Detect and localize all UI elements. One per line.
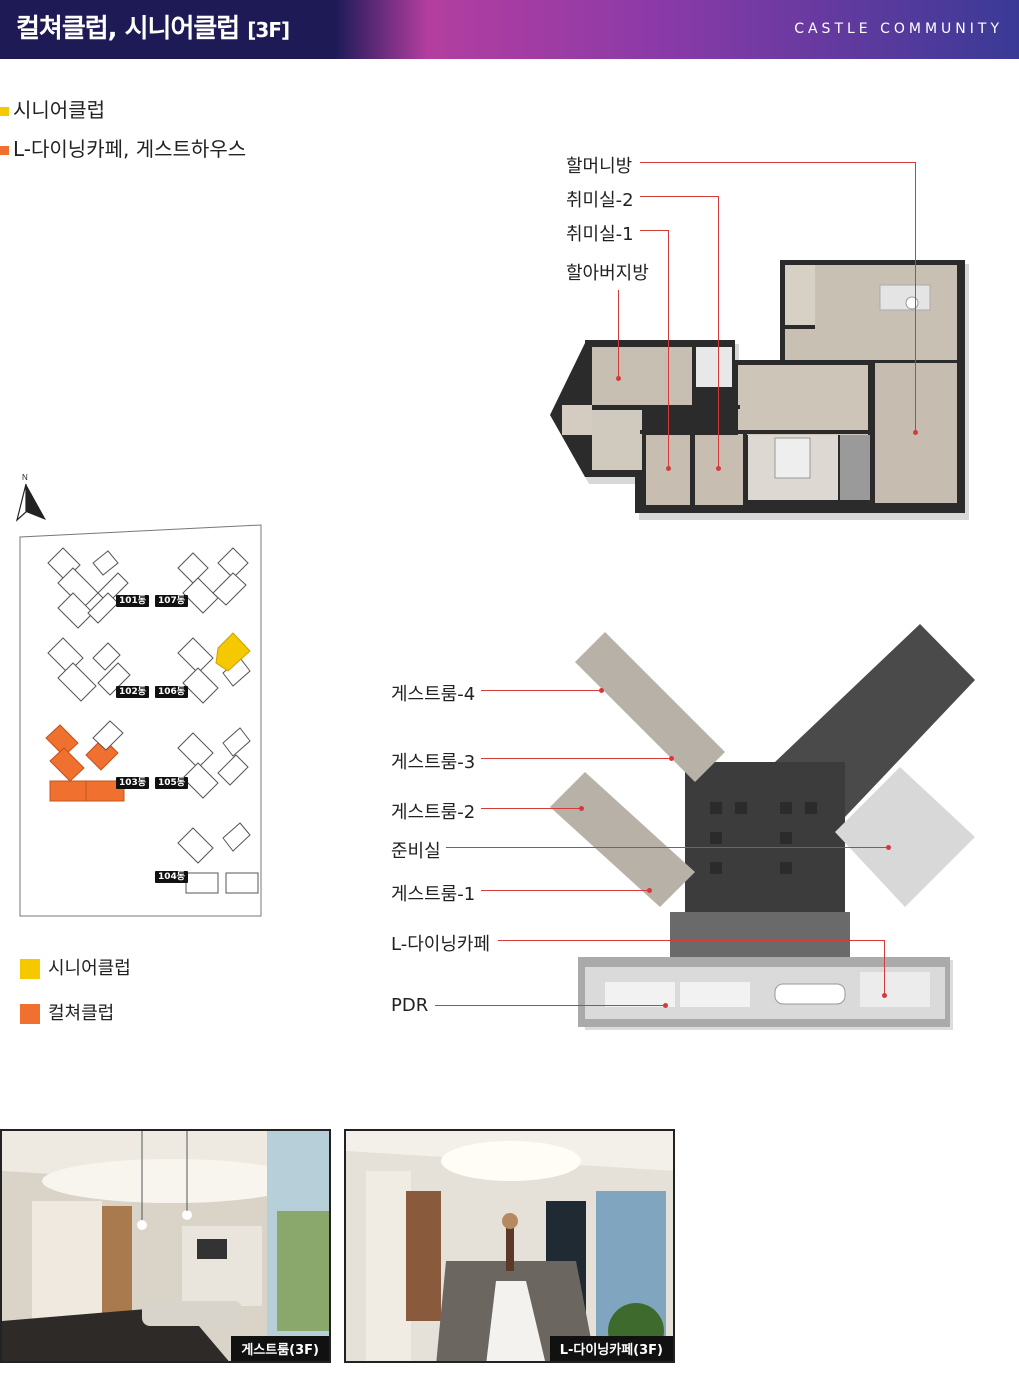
guestroom-image — [2, 1131, 329, 1361]
culture-floor-plan — [550, 624, 975, 1030]
callout-guestroom-3: 게스트룸-3 — [391, 752, 476, 773]
leader-line — [668, 230, 669, 468]
callout-prep-room: 준비실 — [391, 841, 441, 862]
leader-line — [481, 890, 649, 891]
floor-label: [3F] — [247, 18, 290, 42]
callout-hobby-room-2: 취미실-2 — [566, 190, 634, 211]
dining-cafe-photo: L-다이닝카페(3F) — [344, 1129, 675, 1363]
site-map — [19, 524, 262, 917]
callout-guestroom-1: 게스트룸-1 — [391, 884, 476, 905]
legend-bottom-culture-label: 컬쳐클럽 — [48, 1003, 115, 1024]
leader-line — [481, 690, 601, 691]
callout-pdr: PDR — [391, 995, 429, 1016]
leader-dot — [913, 430, 918, 435]
leader-dot — [882, 993, 887, 998]
building-tag-102: 102동 — [116, 686, 150, 698]
leader-dot — [616, 376, 621, 381]
legend-senior-label: 시니어클럽 — [13, 98, 105, 122]
culture-swatch — [0, 146, 9, 155]
dining-cafe-caption: L-다이닝카페(3F) — [549, 1336, 673, 1361]
leader-dot — [599, 688, 604, 693]
leader-line — [915, 162, 916, 432]
leader-line — [640, 196, 718, 197]
callout-guestroom-2: 게스트룸-2 — [391, 802, 476, 823]
north-arrow-icon: N — [16, 473, 46, 522]
building-tag-106: 106동 — [155, 686, 189, 698]
leader-line — [640, 162, 915, 163]
leader-line — [481, 808, 581, 809]
page-title: 컬쳐클럽, 시니어클럽 [3F] — [0, 0, 337, 59]
legend-bottom-senior: 시니어클럽 — [20, 954, 131, 980]
legend-bottom-senior-label: 시니어클럽 — [48, 958, 131, 979]
legend-culture: L-다이닝카페, 게스트하우스 — [0, 133, 246, 162]
callout-guestroom-4: 게스트룸-4 — [391, 684, 476, 705]
leader-dot — [886, 845, 891, 850]
callout-l-dining-cafe: L-다이닝카페 — [391, 934, 491, 955]
building-tag-107: 107동 — [155, 595, 189, 607]
building-tag-105: 105동 — [155, 777, 189, 789]
leader-dot — [579, 806, 584, 811]
north-label: N — [22, 473, 28, 482]
callout-hobby-room-1: 취미실-1 — [566, 224, 634, 245]
leader-line — [718, 196, 719, 468]
page-header: 컬쳐클럽, 시니어클럽 [3F] CASTLE COMMUNITY — [0, 0, 1019, 59]
leader-line — [446, 847, 888, 848]
legend-senior: 시니어클럽 — [0, 94, 105, 123]
brand-label: CASTLE COMMUNITY — [794, 21, 1003, 37]
leader-dot — [716, 466, 721, 471]
guestroom-photo: 게스트룸(3F) — [0, 1129, 331, 1363]
senior-swatch — [20, 959, 40, 979]
senior-floor-plan — [550, 260, 969, 520]
leader-dot — [647, 888, 652, 893]
leader-line — [481, 758, 671, 759]
building-tag-104: 104동 — [155, 871, 189, 883]
leader-line — [498, 940, 884, 941]
legend-culture-label: L-다이닝카페, 게스트하우스 — [13, 137, 247, 161]
leader-line — [640, 230, 668, 231]
senior-swatch — [0, 107, 9, 116]
legend-bottom-culture: 컬쳐클럽 — [20, 999, 114, 1025]
title-text: 컬쳐클럽, 시니어클럽 — [16, 14, 240, 44]
callout-grandfather-room: 할아버지방 — [566, 263, 649, 284]
callout-grandmother-room: 할머니방 — [566, 156, 633, 177]
leader-dot — [669, 756, 674, 761]
building-tag-103: 103동 — [116, 777, 150, 789]
dining-cafe-image — [346, 1131, 673, 1361]
leader-line — [618, 290, 619, 378]
culture-swatch — [20, 1004, 40, 1024]
guestroom-caption: 게스트룸(3F) — [231, 1336, 329, 1361]
leader-dot — [663, 1003, 668, 1008]
leader-line — [435, 1005, 665, 1006]
leader-dot — [666, 466, 671, 471]
leader-line — [884, 940, 885, 995]
building-tag-101: 101동 — [116, 595, 150, 607]
